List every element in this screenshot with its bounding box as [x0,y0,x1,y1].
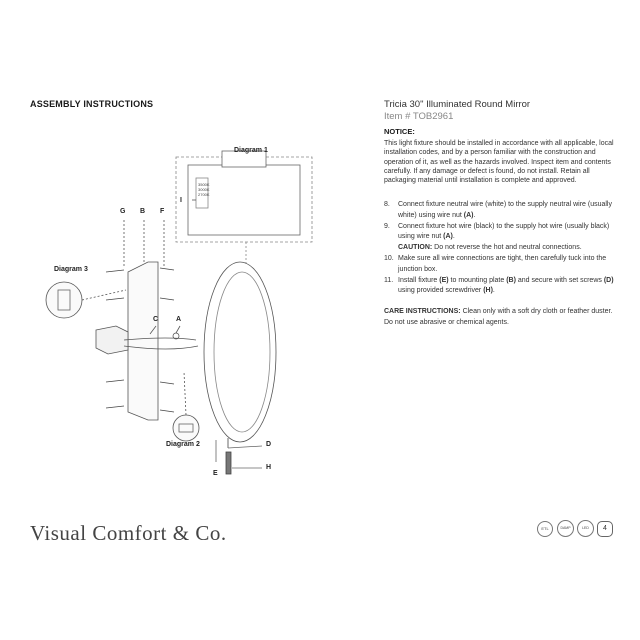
label-a: A [176,316,182,323]
step-ref: (B) [506,276,516,284]
step-number: 9. [384,222,390,230]
care-instructions: CARE INSTRUCTIONS: Clean only with a sof… [384,307,616,328]
step-10: 10. Make sure all wire connections are t… [384,254,616,276]
junction-box [95,325,129,355]
step-text: Connect fixture hot wire (black) to the … [398,222,610,241]
diagram2-part [178,423,194,433]
step-text: Connect fixture neutral wire (white) to … [398,201,612,219]
diagram1-tab [221,150,267,168]
notice-text: This light fixture should be installed i… [384,140,614,185]
step-text: Install fixture [398,276,440,284]
product-title: Tricia 30" Illuminated Round Mirror [384,99,531,110]
steps-list: 8. Connect fixture neutral wire (white) … [384,200,616,297]
label-c: C [153,316,159,323]
cct-3500: 3500K [198,182,210,187]
label-h: H [266,464,272,471]
cct-labels: 3500K 3000K 2700K [198,182,210,197]
page-number: 4 [597,521,613,537]
caution-text: Do not reverse the hot and neutral conne… [432,244,582,252]
leader-a [175,325,181,334]
wire-black [123,337,197,341]
label-e: E [213,470,218,477]
step-number: 11. [384,276,394,284]
etl-badge: ETL [537,521,553,537]
cct-2700: 2700K [198,192,210,197]
caution-label: CAUTION: [398,244,433,252]
step-text: and secure with set screws [515,276,604,284]
diagram2-leader [183,371,187,416]
screwdriver-h [225,451,232,475]
label-b: B [140,208,146,215]
wire-white [123,345,199,350]
screws-left [105,269,125,409]
step-text: . [492,287,495,295]
step-text: to mounting plate [448,276,507,284]
damp-badge: DAMP [557,520,574,537]
step-9: 9. Connect fixture hot wire (black) to t… [384,222,616,254]
section-title: ASSEMBLY INSTRUCTIONS [30,99,154,109]
care-text: Clean only with a soft dry cloth or feat… [384,308,613,326]
mounting-plate [127,261,159,421]
step-number: 10. [384,254,394,262]
label-g: G [120,208,126,215]
mirror [203,261,277,443]
step-text: using provided screwdriver [398,287,484,295]
notice-heading: NOTICE: [384,127,415,136]
item-number: Item # TOB2961 [384,111,454,122]
label-i: I [180,197,182,204]
label-d: D [266,441,272,448]
step-ref: (E) [439,276,449,284]
step-text: . [452,233,455,241]
diagram1-label: Diagram 1 [234,147,268,154]
step-8: 8. Connect fixture neutral wire (white) … [384,200,616,222]
step-11: 11. Install fixture (E) to mounting plat… [384,276,616,298]
leader-d [227,445,263,449]
led-badge: LED [577,520,594,537]
diagram3-leader [81,289,127,301]
mirror-inner [213,271,271,433]
diagram2-circle [172,414,200,442]
diagram3-label: Diagram 3 [54,266,88,273]
diagram3-circle [45,281,83,319]
cct-3000: 3000K [198,187,210,192]
screws-right [159,267,175,413]
step-text: Make sure all wire connections are tight… [398,254,607,273]
diagram2-label: Diagram 2 [166,441,200,448]
label-f: F [160,208,165,215]
step-ref: (A) [443,233,453,241]
step-number: 8. [384,201,390,208]
step-ref: (D) [603,276,614,284]
diagram3-part [57,289,71,311]
diagram1-plate [187,164,301,236]
leader-c [149,325,157,335]
step-ref: (A) [463,211,474,219]
cct-switch [195,177,209,209]
step-text: . [473,211,476,219]
brand-logo: Visual Comfort & Co. [30,521,227,545]
step-ref: (H) [483,287,493,295]
care-label: CARE INSTRUCTIONS: [384,308,461,315]
